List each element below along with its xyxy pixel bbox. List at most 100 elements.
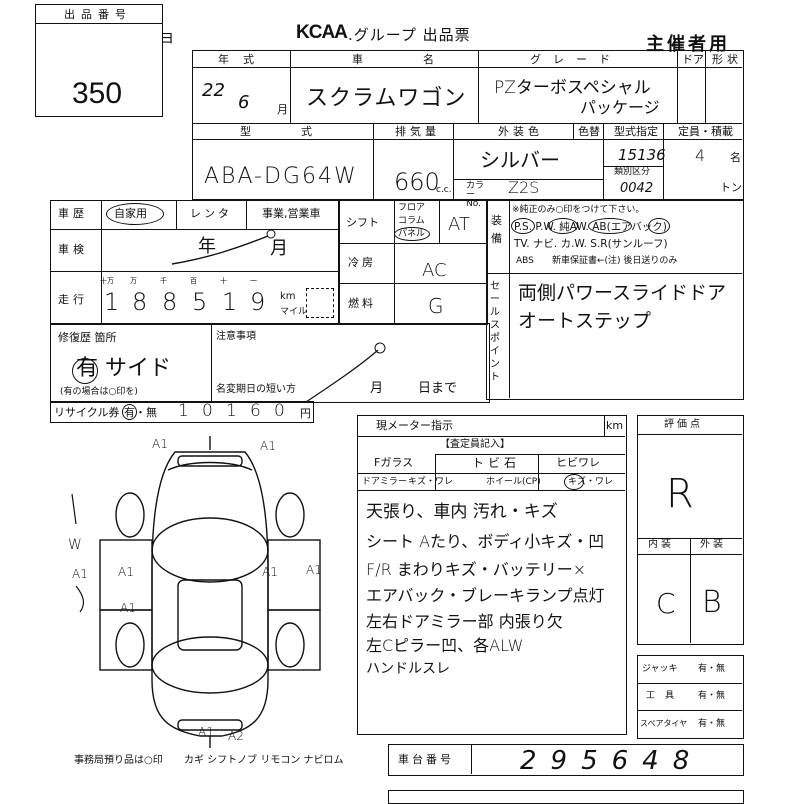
mark-a1-right-upper: A1 <box>262 565 278 579</box>
inspection-label: 車検 <box>58 243 88 256</box>
mileage-digit: 8 <box>162 288 178 316</box>
exterior-value: B <box>702 585 722 620</box>
recycle-digit: 1 <box>226 401 237 421</box>
note-line: 左Cピラー凹、各ALW <box>366 636 524 655</box>
car-diagram <box>99 436 321 748</box>
class-label: 類別区分 <box>614 167 651 177</box>
load-unit: トン <box>720 181 742 194</box>
mark-a1-top-left: A1 <box>152 437 168 451</box>
mark-a1-top-right: A1 <box>260 439 276 453</box>
repair-value: 有 サイド <box>76 356 171 381</box>
equipment-block <box>486 200 744 400</box>
sales-point-2: オートステップ <box>518 310 652 332</box>
kizu-ware: キズ・ワレ <box>408 477 454 487</box>
mark-a1-left-upper: A1 <box>118 565 134 579</box>
color-no-value: Z2S <box>508 178 540 197</box>
name-label: 車名 <box>352 53 494 66</box>
shift-floor: フロア <box>398 203 426 213</box>
note-line: ハンドルスレ <box>366 661 450 677</box>
mile-label: マイル <box>280 307 308 317</box>
exterior-label: 外装 <box>700 539 726 550</box>
aircon-value: AC <box>422 260 447 281</box>
capacity-value: 4 <box>695 146 706 165</box>
chassis-value: 295648 <box>520 746 704 776</box>
color-change-label: 色替 <box>578 125 600 138</box>
score-label: 評価点 <box>664 419 703 430</box>
exterior-color-value: シルバー <box>480 148 560 172</box>
model-value: ABA-DG64W <box>204 164 358 189</box>
displacement-unit: c.c. <box>436 185 452 195</box>
score-value: R <box>666 471 694 517</box>
tool-yes-no: 有・無 <box>698 691 726 701</box>
capacity-unit: 名 <box>730 151 741 164</box>
office-note: 事務局預り品は○印 <box>74 755 163 766</box>
hibi-ware: ヒビワレ <box>556 456 600 469</box>
private-use-circle <box>106 203 164 225</box>
sales-point-label: セールスポイント <box>490 281 500 383</box>
mileage-digit: 1 <box>104 288 120 316</box>
repair-block <box>50 323 490 403</box>
name-change-label: 名変期日の短い方 <box>216 384 296 395</box>
jack-label: ジャッキ <box>642 664 678 674</box>
grade-value-1: PZターボスペシャル <box>494 78 651 98</box>
repair-label: 修復歴 箇所 <box>58 331 117 344</box>
equipment-label: 装備 <box>491 214 502 245</box>
mileage-digit: 1 <box>222 288 238 316</box>
door-label: ドア <box>682 53 704 66</box>
office-items: カギ シフトノブ リモコン ナビロム <box>184 755 344 766</box>
aircon-label: 冷房 <box>348 256 376 269</box>
wheel-cp: ホイール(CP) <box>486 477 541 487</box>
class-value: 0042 <box>620 181 654 196</box>
aw-circle <box>588 218 632 234</box>
private-use: 自家用 <box>114 207 147 220</box>
grade-value-2: パッケージ <box>580 98 660 117</box>
spare-yes-no: 有・無 <box>698 719 726 729</box>
mark-a2-bottom: A2 <box>228 729 244 743</box>
pw-circle <box>548 218 578 234</box>
chassis-block <box>388 744 744 776</box>
name-value: スクラムワゴン <box>306 86 467 111</box>
inspection-month: 月 <box>270 238 288 259</box>
type-designation-label: 型式指定 <box>614 125 658 138</box>
inspector-label: 【査定員記入】 <box>440 439 510 450</box>
mileage-label: 走行 <box>58 293 88 306</box>
repair-note: (有の場合は○印を) <box>60 387 138 397</box>
meter-unit: km <box>606 419 624 432</box>
recycle-block <box>50 401 314 423</box>
equipment-abs: ABS <box>516 256 534 266</box>
repair-circle <box>72 358 98 384</box>
inspection-strike <box>171 229 276 265</box>
recycle-digits: 1 0 1 6 0 <box>172 403 302 423</box>
fuel-value: G <box>428 294 444 318</box>
score-block <box>637 415 744 645</box>
kizu-circle <box>564 474 584 490</box>
note-line: F/R まわりキズ・バッテリー× <box>366 560 587 579</box>
shift-block <box>338 200 488 325</box>
inspection-notes: 天張り、車内 汚れ・キズ シート Aたり、ボディ小キズ・凹 F/R まわりキズ・… <box>364 500 624 680</box>
capacity-label: 定員・積載 <box>678 125 733 138</box>
recycle-yes-no: 有・無 <box>124 406 157 419</box>
note-line: 天張り、車内 汚れ・キズ <box>366 502 558 522</box>
mark-a1-right-side: A1 <box>306 563 322 577</box>
lot-number-label-cell: 出品番号 <box>35 4 163 24</box>
month-unit: 月 <box>277 103 288 116</box>
shape-label: 形状 <box>712 53 742 66</box>
year-label: 年式 <box>218 53 268 66</box>
side-note-lines <box>71 493 85 613</box>
meter-label: 現メーター指示 <box>376 419 453 432</box>
recycle-yes-circle <box>122 404 137 420</box>
ab-circle <box>648 218 670 234</box>
history-block <box>50 200 340 325</box>
lot-number-label: 出品番号 <box>64 8 132 21</box>
rental: レンタ <box>190 207 232 220</box>
note-line: エアバック・ブレーキランプ点灯 <box>366 586 605 605</box>
interior-label: 内装 <box>648 539 674 550</box>
side-note-w: W <box>68 537 82 553</box>
business: 事業,営業車 <box>262 207 321 220</box>
tobi-ishi: トビ石 <box>472 456 521 470</box>
exterior-color-label: 外装色 <box>498 125 543 138</box>
corner-char: ヨ <box>160 31 174 47</box>
color-no-label: カラーNo. <box>466 181 485 209</box>
name-change-month: 月 <box>370 381 384 396</box>
fuel-label: 燃料 <box>348 297 376 310</box>
